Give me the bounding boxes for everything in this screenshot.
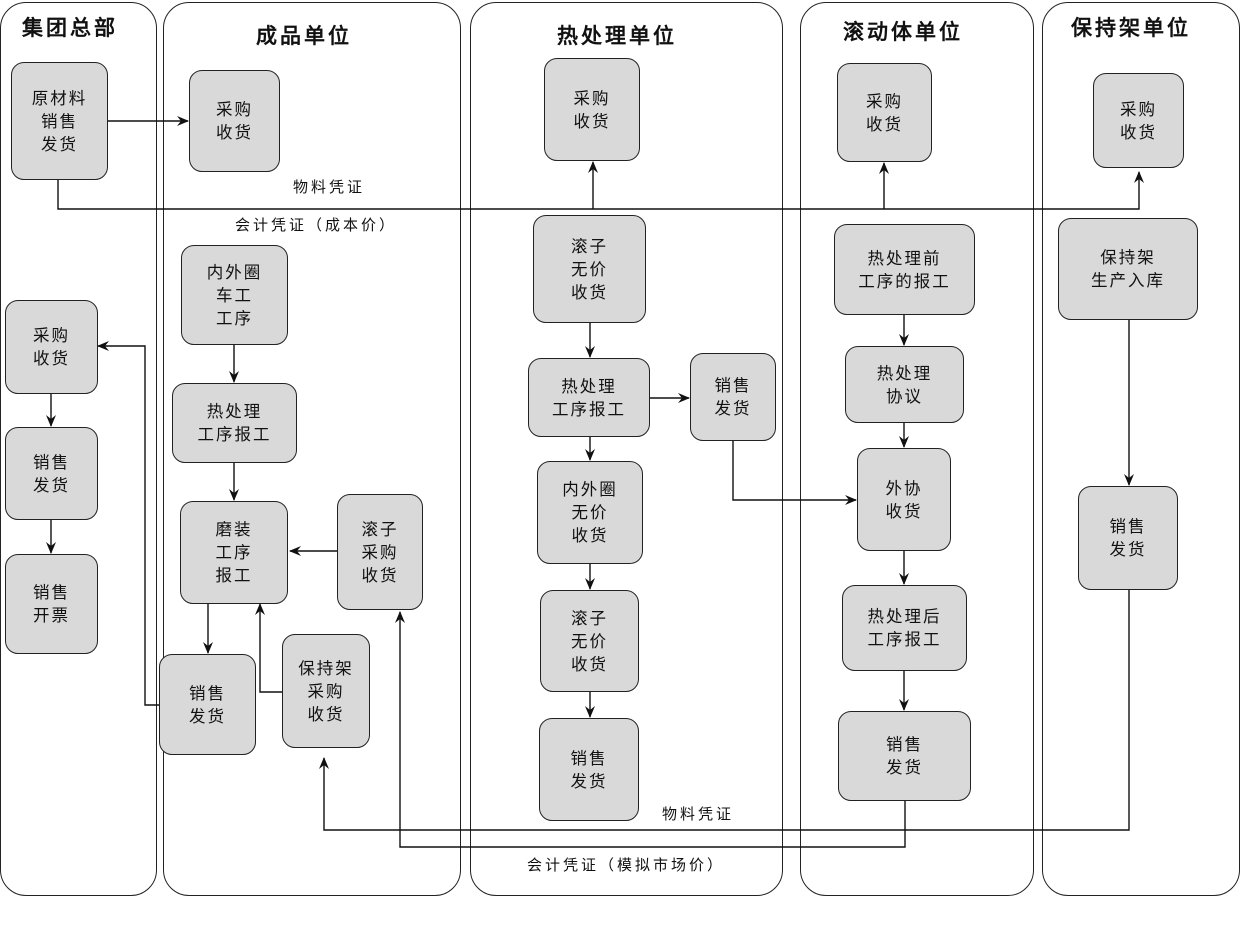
node-fin-sale-shipment[interactable]: 销售 发货 — [159, 654, 256, 755]
node-heat-sale-shipment[interactable]: 销售 发货 — [690, 353, 776, 441]
lane-title-cage: 保持架单位 — [1071, 16, 1191, 40]
node-fin-ring-turning[interactable]: 内外圈 车工 工序 — [181, 245, 288, 345]
node-heat-ring-free-receipt[interactable]: 内外圈 无价 收货 — [537, 461, 643, 564]
node-hq-raw-material-sale[interactable]: 原材料 销售 发货 — [11, 62, 108, 180]
node-heat-purchase-receipt[interactable]: 采购 收货 — [544, 58, 640, 161]
node-heat-sale-shipment-2[interactable]: 销售 发货 — [539, 718, 639, 821]
node-roll-outsource-receipt[interactable]: 外协 收货 — [857, 448, 951, 551]
node-cage-purchase-receipt[interactable]: 采购 收货 — [1093, 73, 1184, 168]
node-fin-heat-report[interactable]: 热处理 工序报工 — [172, 383, 297, 463]
node-cage-sale-shipment[interactable]: 销售 发货 — [1078, 486, 1178, 590]
node-heat-roller-free-receipt[interactable]: 滚子 无价 收货 — [533, 215, 646, 323]
note-material-voucher-top: 物料凭证 — [293, 178, 366, 196]
node-hq-sale-shipment[interactable]: 销售 发货 — [5, 427, 98, 520]
node-cage-production-storage[interactable]: 保持架 生产入库 — [1058, 218, 1198, 320]
node-heat-roller-free-receipt-2[interactable]: 滚子 无价 收货 — [540, 590, 639, 692]
note-accounting-voucher-market: 会计凭证（模拟市场价） — [527, 856, 726, 874]
lane-title-hq: 集团总部 — [22, 16, 118, 40]
node-roll-post-heat-report[interactable]: 热处理后 工序报工 — [842, 585, 967, 671]
node-roll-heat-agreement[interactable]: 热处理 协议 — [845, 346, 964, 423]
note-material-voucher-bottom: 物料凭证 — [662, 805, 735, 823]
lane-title-finished: 成品单位 — [256, 24, 352, 48]
node-roll-sale-shipment[interactable]: 销售 发货 — [838, 711, 971, 801]
node-roll-pre-heat-report[interactable]: 热处理前 工序的报工 — [834, 224, 975, 315]
node-fin-cage-purchase[interactable]: 保持架 采购 收货 — [282, 634, 370, 748]
note-accounting-voucher-cost: 会计凭证（成本价） — [235, 216, 398, 234]
node-fin-grinding-report[interactable]: 磨装 工序 报工 — [180, 501, 288, 604]
lane-title-heat: 热处理单位 — [557, 24, 677, 48]
node-fin-purchase-receipt[interactable]: 采购 收货 — [189, 70, 280, 172]
node-heat-process-report[interactable]: 热处理 工序报工 — [528, 358, 650, 437]
lane-title-roller: 滚动体单位 — [843, 20, 963, 44]
node-roll-purchase-receipt[interactable]: 采购 收货 — [837, 63, 932, 162]
node-hq-sale-invoice[interactable]: 销售 开票 — [5, 554, 98, 654]
node-hq-purchase-receipt[interactable]: 采购 收货 — [5, 300, 98, 394]
node-fin-roller-purchase[interactable]: 滚子 采购 收货 — [337, 494, 423, 610]
